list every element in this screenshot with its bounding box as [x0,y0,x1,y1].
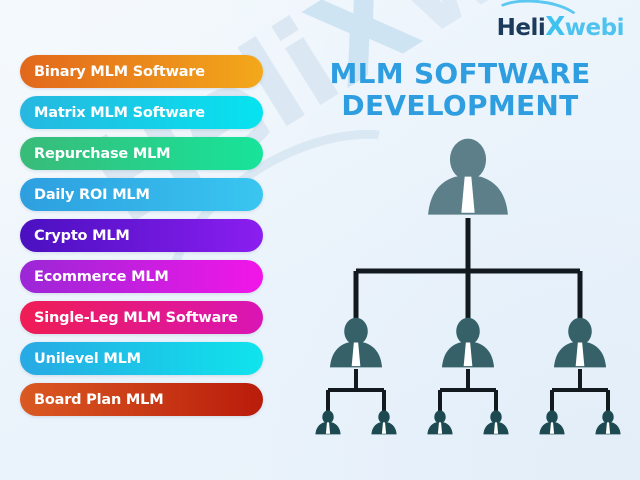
org-chart-person-icon [539,410,565,435]
service-pill[interactable]: Repurchase MLM [20,137,263,170]
org-chart-tie [463,342,473,367]
service-pill[interactable]: Crypto MLM [20,219,263,252]
logo-text-webi: webi [564,15,625,41]
org-chart-person-icon [329,317,383,368]
service-pill-label: Crypto MLM [34,227,130,244]
org-chart-tie [461,176,475,213]
org-chart-person-icon [553,317,607,368]
org-chart-tie [605,422,611,434]
service-pill[interactable]: Daily ROI MLM [20,178,263,211]
service-pill-label: Board Plan MLM [34,391,164,408]
org-chart-person-icon [483,410,509,435]
service-pill-label: Repurchase MLM [34,145,171,162]
service-pill[interactable]: Unilevel MLM [20,342,263,375]
org-chart-tie [351,342,361,367]
org-chart-tie [325,422,331,434]
service-pill[interactable]: Matrix MLM Software [20,96,263,129]
service-pill-label: Ecommerce MLM [34,268,169,285]
service-pill[interactable]: Single-Leg MLM Software [20,301,263,334]
org-chart-svg [315,138,621,435]
org-chart-person-icon [427,410,453,435]
service-pill-label: Daily ROI MLM [34,186,150,203]
service-pill-label: Single-Leg MLM Software [34,309,238,326]
org-chart-tie [437,422,443,434]
org-chart-person-icon [595,410,621,435]
helixwebi-logo[interactable]: Heli X webi [488,0,625,45]
org-chart-tie [549,422,555,434]
org-chart-person-icon [315,410,341,435]
page-title: MLM SOFTWARE DEVELOPMENT [329,57,591,123]
org-chart-connectors [326,218,610,412]
org-chart-tie [381,422,387,434]
service-pill-label: Unilevel MLM [34,350,141,367]
logo-text-heli: Heli [496,15,546,41]
org-chart-person-icon [441,317,495,368]
service-pill-label: Binary MLM Software [34,63,205,80]
org-chart-figures [315,138,621,435]
org-chart-tie [575,342,585,367]
org-chart-person-icon [428,138,508,215]
service-pill[interactable]: Board Plan MLM [20,383,263,416]
org-chart-tie [493,422,499,434]
logo-x-icon: X [545,12,565,42]
org-chart-diagram [296,138,640,456]
service-pill[interactable]: Ecommerce MLM [20,260,263,293]
org-chart-person-icon [371,410,397,435]
service-pill[interactable]: Binary MLM Software [20,55,263,88]
service-pill-label: Matrix MLM Software [34,104,205,121]
